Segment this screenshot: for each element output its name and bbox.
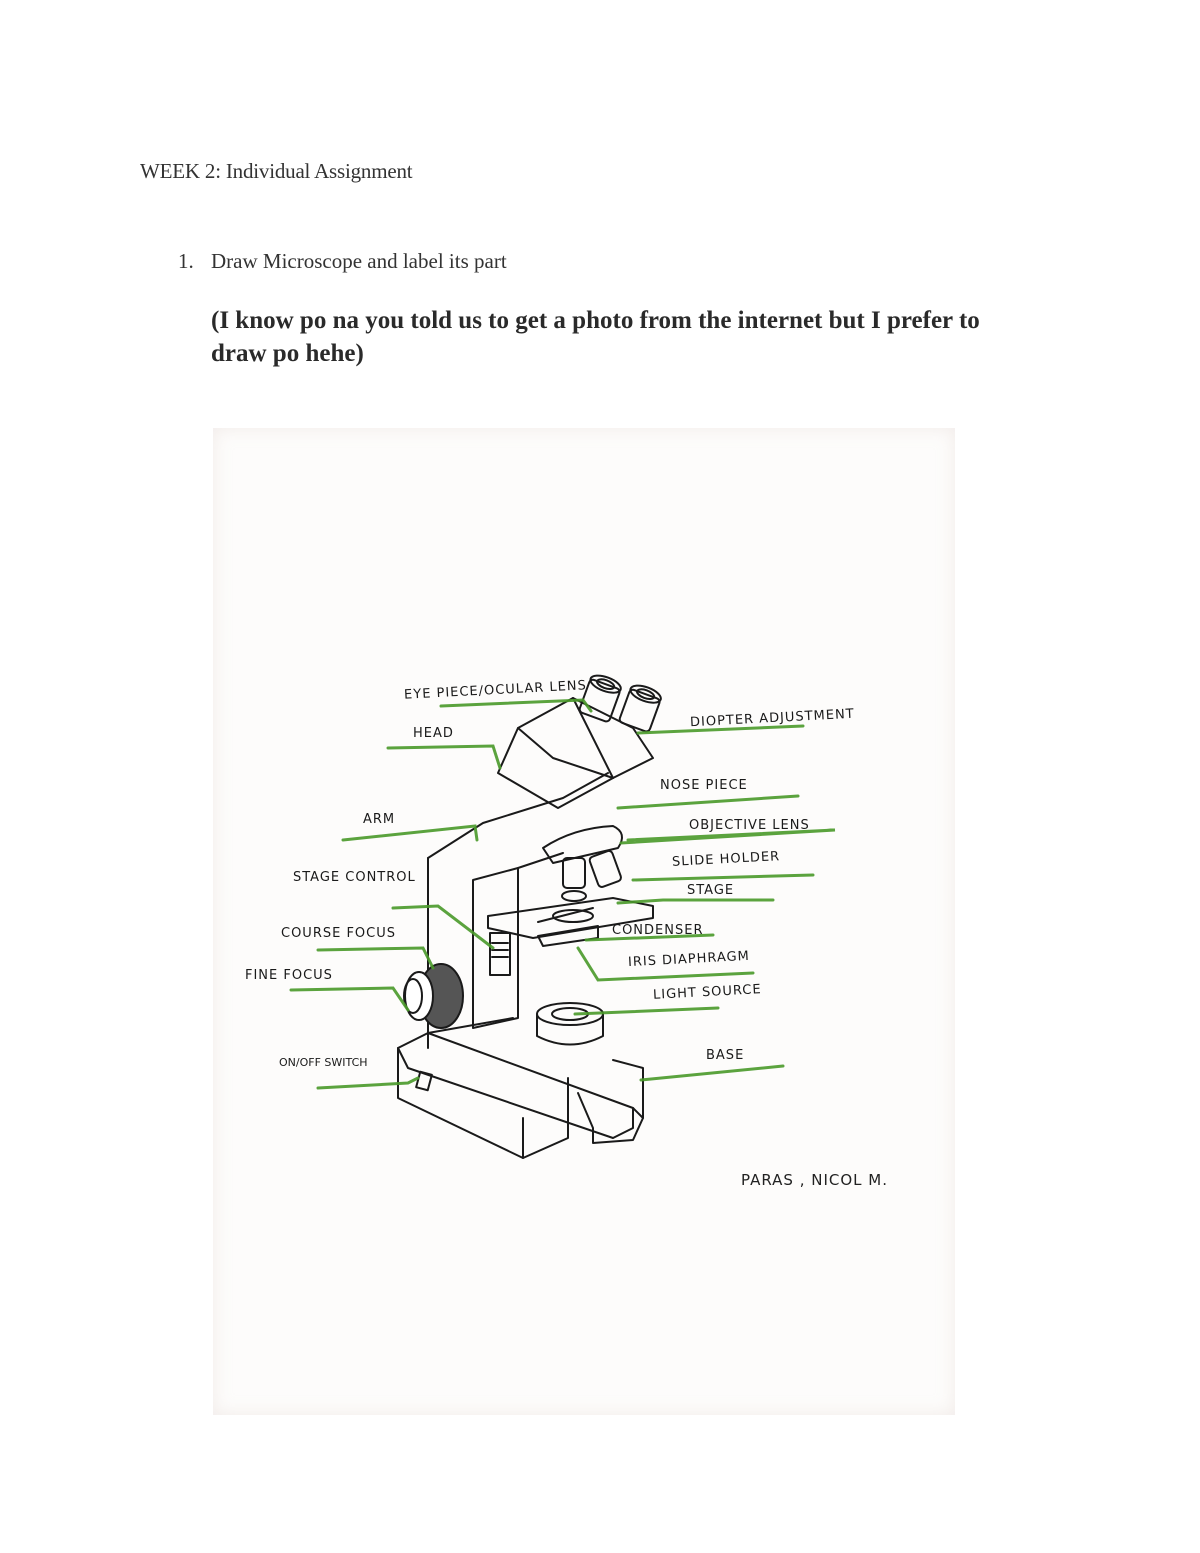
student-note: (I know po na you told us to get a photo… <box>211 307 980 367</box>
document-title: WEEK 2: Individual Assignment <box>140 159 413 183</box>
microscope-drawing <box>289 674 836 1159</box>
label-stage-control: STAGE CONTROL <box>293 870 416 885</box>
label-on-off-switch: ON/OFF SWITCH <box>279 1056 368 1069</box>
label-course-focus: COURSE FOCUS <box>281 926 397 941</box>
label-objective-lens: OBJECTIVE LENS <box>689 818 810 833</box>
list-number: 1. <box>178 249 194 273</box>
label-nose-piece: NOSE PIECE <box>660 778 748 793</box>
list-item: 1. Draw Microscope and label its part <box>178 249 507 274</box>
label-base: BASE <box>706 1048 745 1063</box>
label-condenser: CONDENSER <box>612 923 704 938</box>
label-arm: ARM <box>363 812 396 827</box>
microscope-drawing-photo: EYE PIECE/OCULAR LENS HEAD ARM STAGE CON… <box>213 428 955 1415</box>
label-fine-focus: FINE FOCUS <box>245 968 333 983</box>
label-head: HEAD <box>413 726 454 741</box>
label-stage: STAGE <box>687 883 735 898</box>
list-item-text: Draw Microscope and label its part <box>211 249 507 273</box>
student-signature: PARAS , NICOL M. <box>741 1171 889 1189</box>
